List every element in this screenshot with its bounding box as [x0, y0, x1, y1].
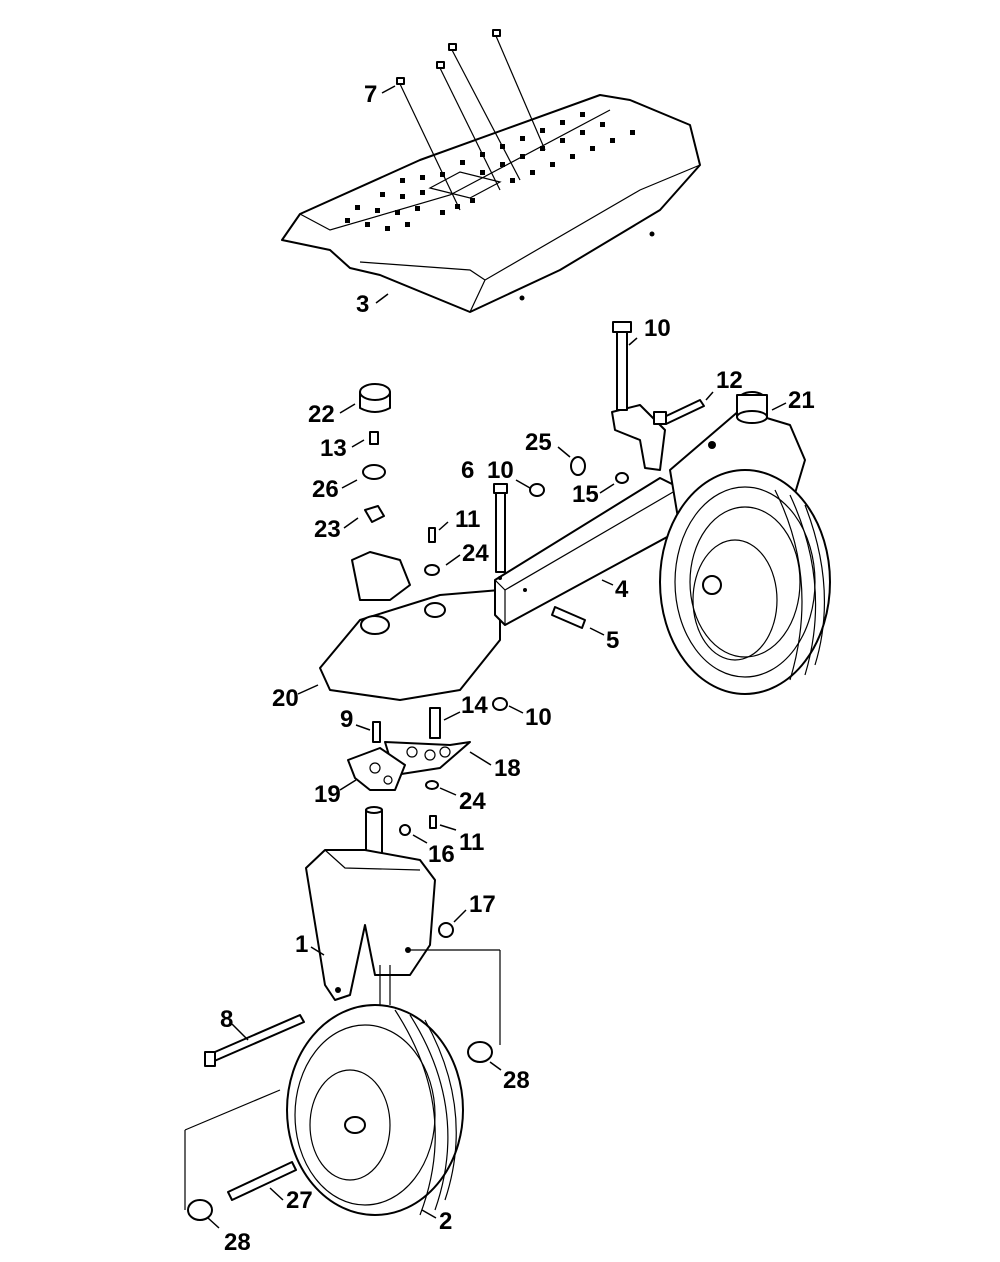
callout-10-bottom: 10 [525, 704, 552, 731]
callout-18: 18 [494, 755, 521, 782]
foot-plate-screws [396, 29, 546, 211]
callout-7: 7 [364, 81, 377, 108]
right-wheel [659, 469, 831, 695]
callout-10-mid: 10 [487, 457, 514, 484]
callout-26: 26 [312, 476, 339, 503]
callout-12: 12 [716, 367, 743, 394]
steering-gears [347, 707, 471, 836]
callout-6: 6 [461, 457, 474, 484]
callout-11-top: 11 [455, 506, 480, 533]
foot-plate [281, 94, 701, 313]
callout-17: 17 [469, 891, 496, 918]
callout-22: 22 [308, 401, 335, 428]
callout-25: 25 [525, 429, 552, 456]
callout-15: 15 [572, 481, 599, 508]
callout-21: 21 [788, 387, 815, 414]
callout-28-left: 28 [224, 1229, 251, 1256]
callout-labels: 7 3 10 12 21 22 13 25 6 10 26 15 23 11 2… [220, 81, 815, 1256]
callout-4: 4 [615, 576, 629, 603]
left-hardware [359, 383, 440, 576]
front-wheel [184, 949, 501, 1221]
callout-1: 1 [295, 931, 308, 958]
callout-24-bottom: 24 [459, 788, 486, 815]
callout-16: 16 [428, 841, 455, 868]
callout-11-bottom: 11 [459, 829, 484, 856]
callout-2: 2 [439, 1208, 452, 1235]
callout-27: 27 [286, 1187, 313, 1214]
caster-fork [305, 806, 454, 1001]
callout-28-right: 28 [503, 1067, 530, 1094]
right-hardware [492, 321, 705, 711]
callout-20: 20 [272, 685, 299, 712]
callout-24-top: 24 [462, 540, 489, 567]
callout-14: 14 [461, 692, 488, 719]
callout-10-top: 10 [644, 315, 671, 342]
leader-lines [207, 85, 787, 1229]
callout-9: 9 [340, 706, 353, 733]
callout-23: 23 [314, 516, 341, 543]
callout-8: 8 [220, 1006, 233, 1033]
callout-3: 3 [356, 291, 369, 318]
callout-5: 5 [606, 627, 619, 654]
callout-19: 19 [314, 781, 341, 808]
callout-13: 13 [320, 435, 347, 462]
